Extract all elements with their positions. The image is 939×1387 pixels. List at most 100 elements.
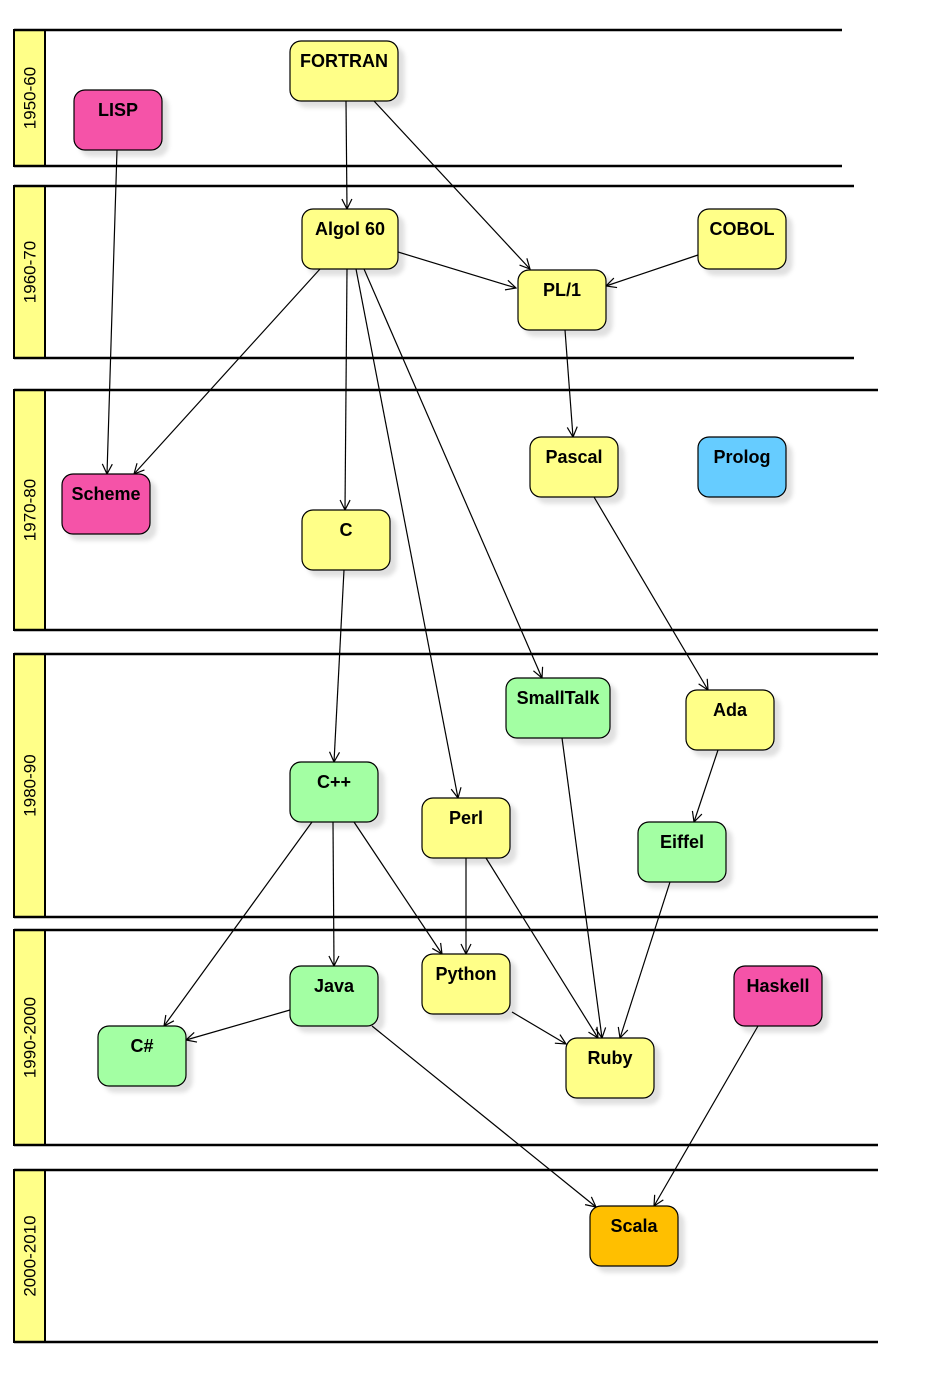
node-python-box xyxy=(421,953,511,1015)
era-1950-band: 1950-60 xyxy=(13,28,842,168)
edge-cpp-csharp xyxy=(164,821,313,1026)
node-algol60-box xyxy=(301,208,399,270)
node-java-label: Java xyxy=(314,976,355,996)
node-cpp-label: C++ xyxy=(317,772,351,792)
edge-eiffel-ruby xyxy=(620,881,671,1038)
era-1950-label: 1950-60 xyxy=(20,67,39,129)
node-smalltalk-label: SmallTalk xyxy=(517,688,601,708)
era-1970-label: 1970-80 xyxy=(20,479,39,541)
node-pl1-label: PL/1 xyxy=(543,280,581,300)
era-2000-label: 2000-2010 xyxy=(20,1215,39,1296)
node-perl: Perl xyxy=(421,797,511,859)
edge-java-csharp xyxy=(186,1009,291,1040)
node-cpp: C++ xyxy=(289,761,379,823)
node-csharp-label: C# xyxy=(130,1036,153,1056)
node-perl-label: Perl xyxy=(449,808,483,828)
node-lisp: LISP xyxy=(73,89,163,151)
edge-cobol-pl1 xyxy=(606,254,699,286)
edge-cpp-python xyxy=(353,821,442,954)
node-csharp: C# xyxy=(97,1025,187,1087)
node-scheme: Scheme xyxy=(61,473,151,535)
edge-c-cpp xyxy=(334,569,345,762)
era-1980-label: 1980-90 xyxy=(20,754,39,816)
edge-smalltalk-ruby xyxy=(561,737,602,1038)
node-c-box xyxy=(301,509,391,571)
node-pascal: Pascal xyxy=(529,436,619,498)
node-haskell-label: Haskell xyxy=(746,976,809,996)
edge-fortran-pl1 xyxy=(373,100,530,269)
node-scheme-box xyxy=(61,473,151,535)
node-prolog-box xyxy=(697,436,787,498)
node-fortran: FORTRAN xyxy=(289,40,399,102)
era-1960-label-box xyxy=(13,185,46,359)
node-java: Java xyxy=(289,965,379,1027)
edge-algol60-pl1 xyxy=(397,251,516,288)
node-fortran-box xyxy=(289,40,399,102)
node-smalltalk: SmallTalk xyxy=(505,677,611,739)
node-eiffel-box xyxy=(637,821,727,883)
node-scheme-label: Scheme xyxy=(71,484,140,504)
node-ruby: Ruby xyxy=(565,1037,655,1099)
era-1990-label: 1990-2000 xyxy=(20,997,39,1078)
node-lisp-label: LISP xyxy=(98,100,138,120)
era-2000-band: 2000-2010 xyxy=(13,1168,878,1344)
edge-ada-eiffel xyxy=(694,749,719,822)
node-prolog: Prolog xyxy=(697,436,787,498)
node-algol60: Algol 60 xyxy=(301,208,399,270)
era-1980-label-box xyxy=(13,653,46,918)
edge-lisp-scheme xyxy=(107,149,118,474)
edge-pascal-ada xyxy=(593,496,708,690)
node-java-box xyxy=(289,965,379,1027)
era-1990-label-box xyxy=(13,929,46,1146)
era-2000-label-box xyxy=(13,1169,46,1343)
node-haskell-box xyxy=(733,965,823,1027)
edge-algol60-perl xyxy=(355,268,458,798)
node-c-label: C xyxy=(340,520,353,540)
node-cpp-box xyxy=(289,761,379,823)
edge-haskell-scala xyxy=(654,1025,759,1206)
node-scala: Scala xyxy=(589,1205,679,1267)
node-csharp-box xyxy=(97,1025,187,1087)
node-haskell: Haskell xyxy=(733,965,823,1027)
node-python: Python xyxy=(421,953,511,1015)
node-fortran-label: FORTRAN xyxy=(300,51,388,71)
node-cobol-label: COBOL xyxy=(710,219,775,239)
node-pascal-box xyxy=(529,436,619,498)
node-ruby-label: Ruby xyxy=(588,1048,633,1068)
node-ada-box xyxy=(685,689,775,751)
node-c: C xyxy=(301,509,391,571)
era-1980-band: 1980-90 xyxy=(13,652,878,919)
node-scala-label: Scala xyxy=(610,1216,658,1236)
era-1960-label: 1960-70 xyxy=(20,241,39,303)
era-1960-band: 1960-70 xyxy=(13,184,854,360)
era-1970-band: 1970-80 xyxy=(13,388,878,632)
node-pl1-box xyxy=(517,269,607,331)
inheritance-edges xyxy=(107,100,759,1207)
edge-algol60-smalltalk xyxy=(363,268,542,678)
node-prolog-label: Prolog xyxy=(714,447,771,467)
node-ada: Ada xyxy=(685,689,775,751)
node-python-label: Python xyxy=(436,964,497,984)
node-eiffel-label: Eiffel xyxy=(660,832,704,852)
node-cobol-box xyxy=(697,208,787,270)
node-perl-box xyxy=(421,797,511,859)
edge-java-scala xyxy=(371,1025,596,1207)
node-eiffel: Eiffel xyxy=(637,821,727,883)
edge-algol60-scheme xyxy=(134,268,321,474)
node-ruby-box xyxy=(565,1037,655,1099)
edge-algol60-c xyxy=(345,268,347,510)
edge-perl-ruby xyxy=(485,857,598,1038)
node-scala-box xyxy=(589,1205,679,1267)
node-algol60-label: Algol 60 xyxy=(315,219,385,239)
edge-pl1-pascal xyxy=(564,329,573,437)
node-cobol: COBOL xyxy=(697,208,787,270)
node-pascal-label: Pascal xyxy=(545,447,602,467)
edge-fortran-algol60 xyxy=(346,100,347,209)
node-smalltalk-box xyxy=(505,677,611,739)
edge-cpp-java xyxy=(333,821,334,966)
node-pl1: PL/1 xyxy=(517,269,607,331)
node-ada-label: Ada xyxy=(713,700,748,720)
era-bands: 1950-60 1960-70 1970-80 1980-90 1990-2000 200… xyxy=(13,28,878,1344)
